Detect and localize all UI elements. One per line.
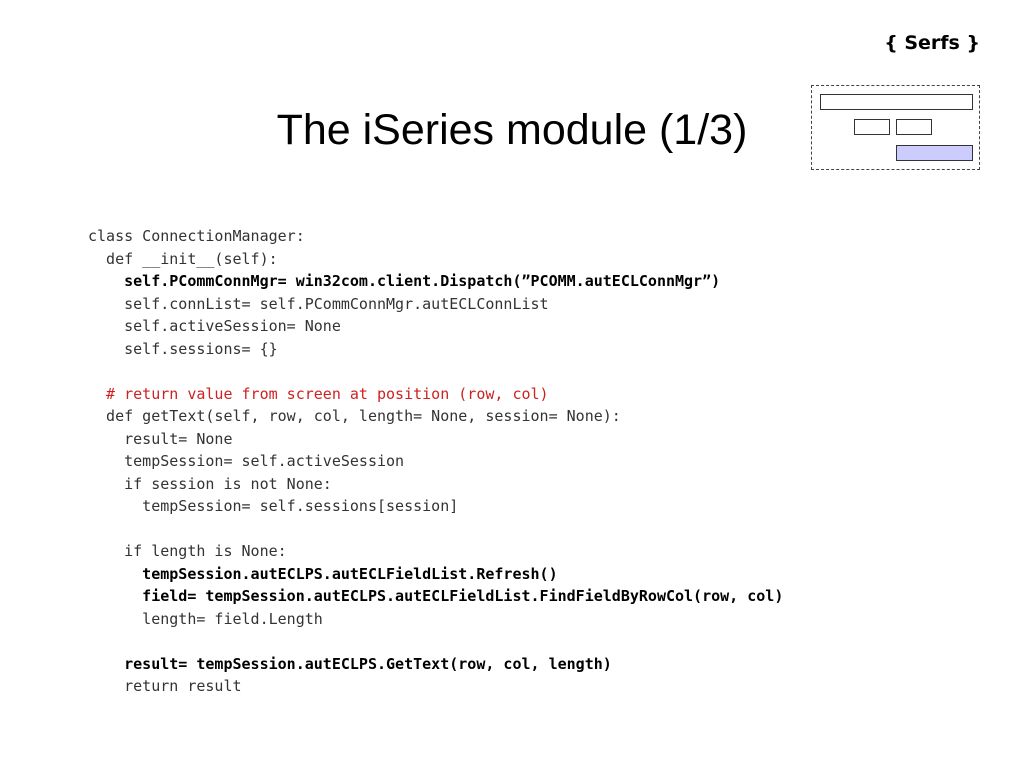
code-line: class ConnectionManager: <box>88 227 305 245</box>
code-line: result= None <box>88 429 233 448</box>
serfs-logo <box>811 85 980 170</box>
code-line: def getText(self, row, col, length= None… <box>88 407 621 425</box>
code-comment-line: # return value from screen at position (… <box>88 384 549 403</box>
code-line: return result <box>88 677 242 695</box>
code-line: tempSession= self.sessions[session] <box>88 497 459 515</box>
logo-bar <box>820 94 973 110</box>
code-line <box>88 518 783 541</box>
slide-title: The iSeries module (1/3) <box>276 106 748 154</box>
code-line: tempSession.autECLPS.autECLFieldList.Ref… <box>88 564 558 583</box>
logo-small-box <box>896 119 932 135</box>
code-line: def __init__(self): <box>88 249 278 268</box>
code-line: self.PCommConnMgr= win32com.client.Dispa… <box>88 272 721 290</box>
code-line: self.activeSession= None <box>88 317 341 335</box>
logo-small-box <box>854 119 890 135</box>
brand-label: { Serfs } <box>884 32 980 54</box>
code-line: length= field.Length <box>88 609 323 628</box>
code-line: tempSession= self.activeSession <box>88 452 405 470</box>
code-line: if session is not None: <box>88 474 332 493</box>
logo-filled-box <box>896 145 973 161</box>
code-line: field= tempSession.autECLPS.autECLFieldL… <box>88 587 784 605</box>
code-line: self.sessions= {} <box>88 339 278 358</box>
code-line <box>88 360 783 383</box>
code-line: self.connList= self.PCommConnMgr.autECLC… <box>88 294 549 313</box>
code-block: class ConnectionManager: def __init__(se… <box>88 225 783 698</box>
code-line: if length is None: <box>88 542 287 560</box>
code-line <box>88 630 783 653</box>
code-line: result= tempSession.autECLPS.GetText(row… <box>88 654 612 673</box>
